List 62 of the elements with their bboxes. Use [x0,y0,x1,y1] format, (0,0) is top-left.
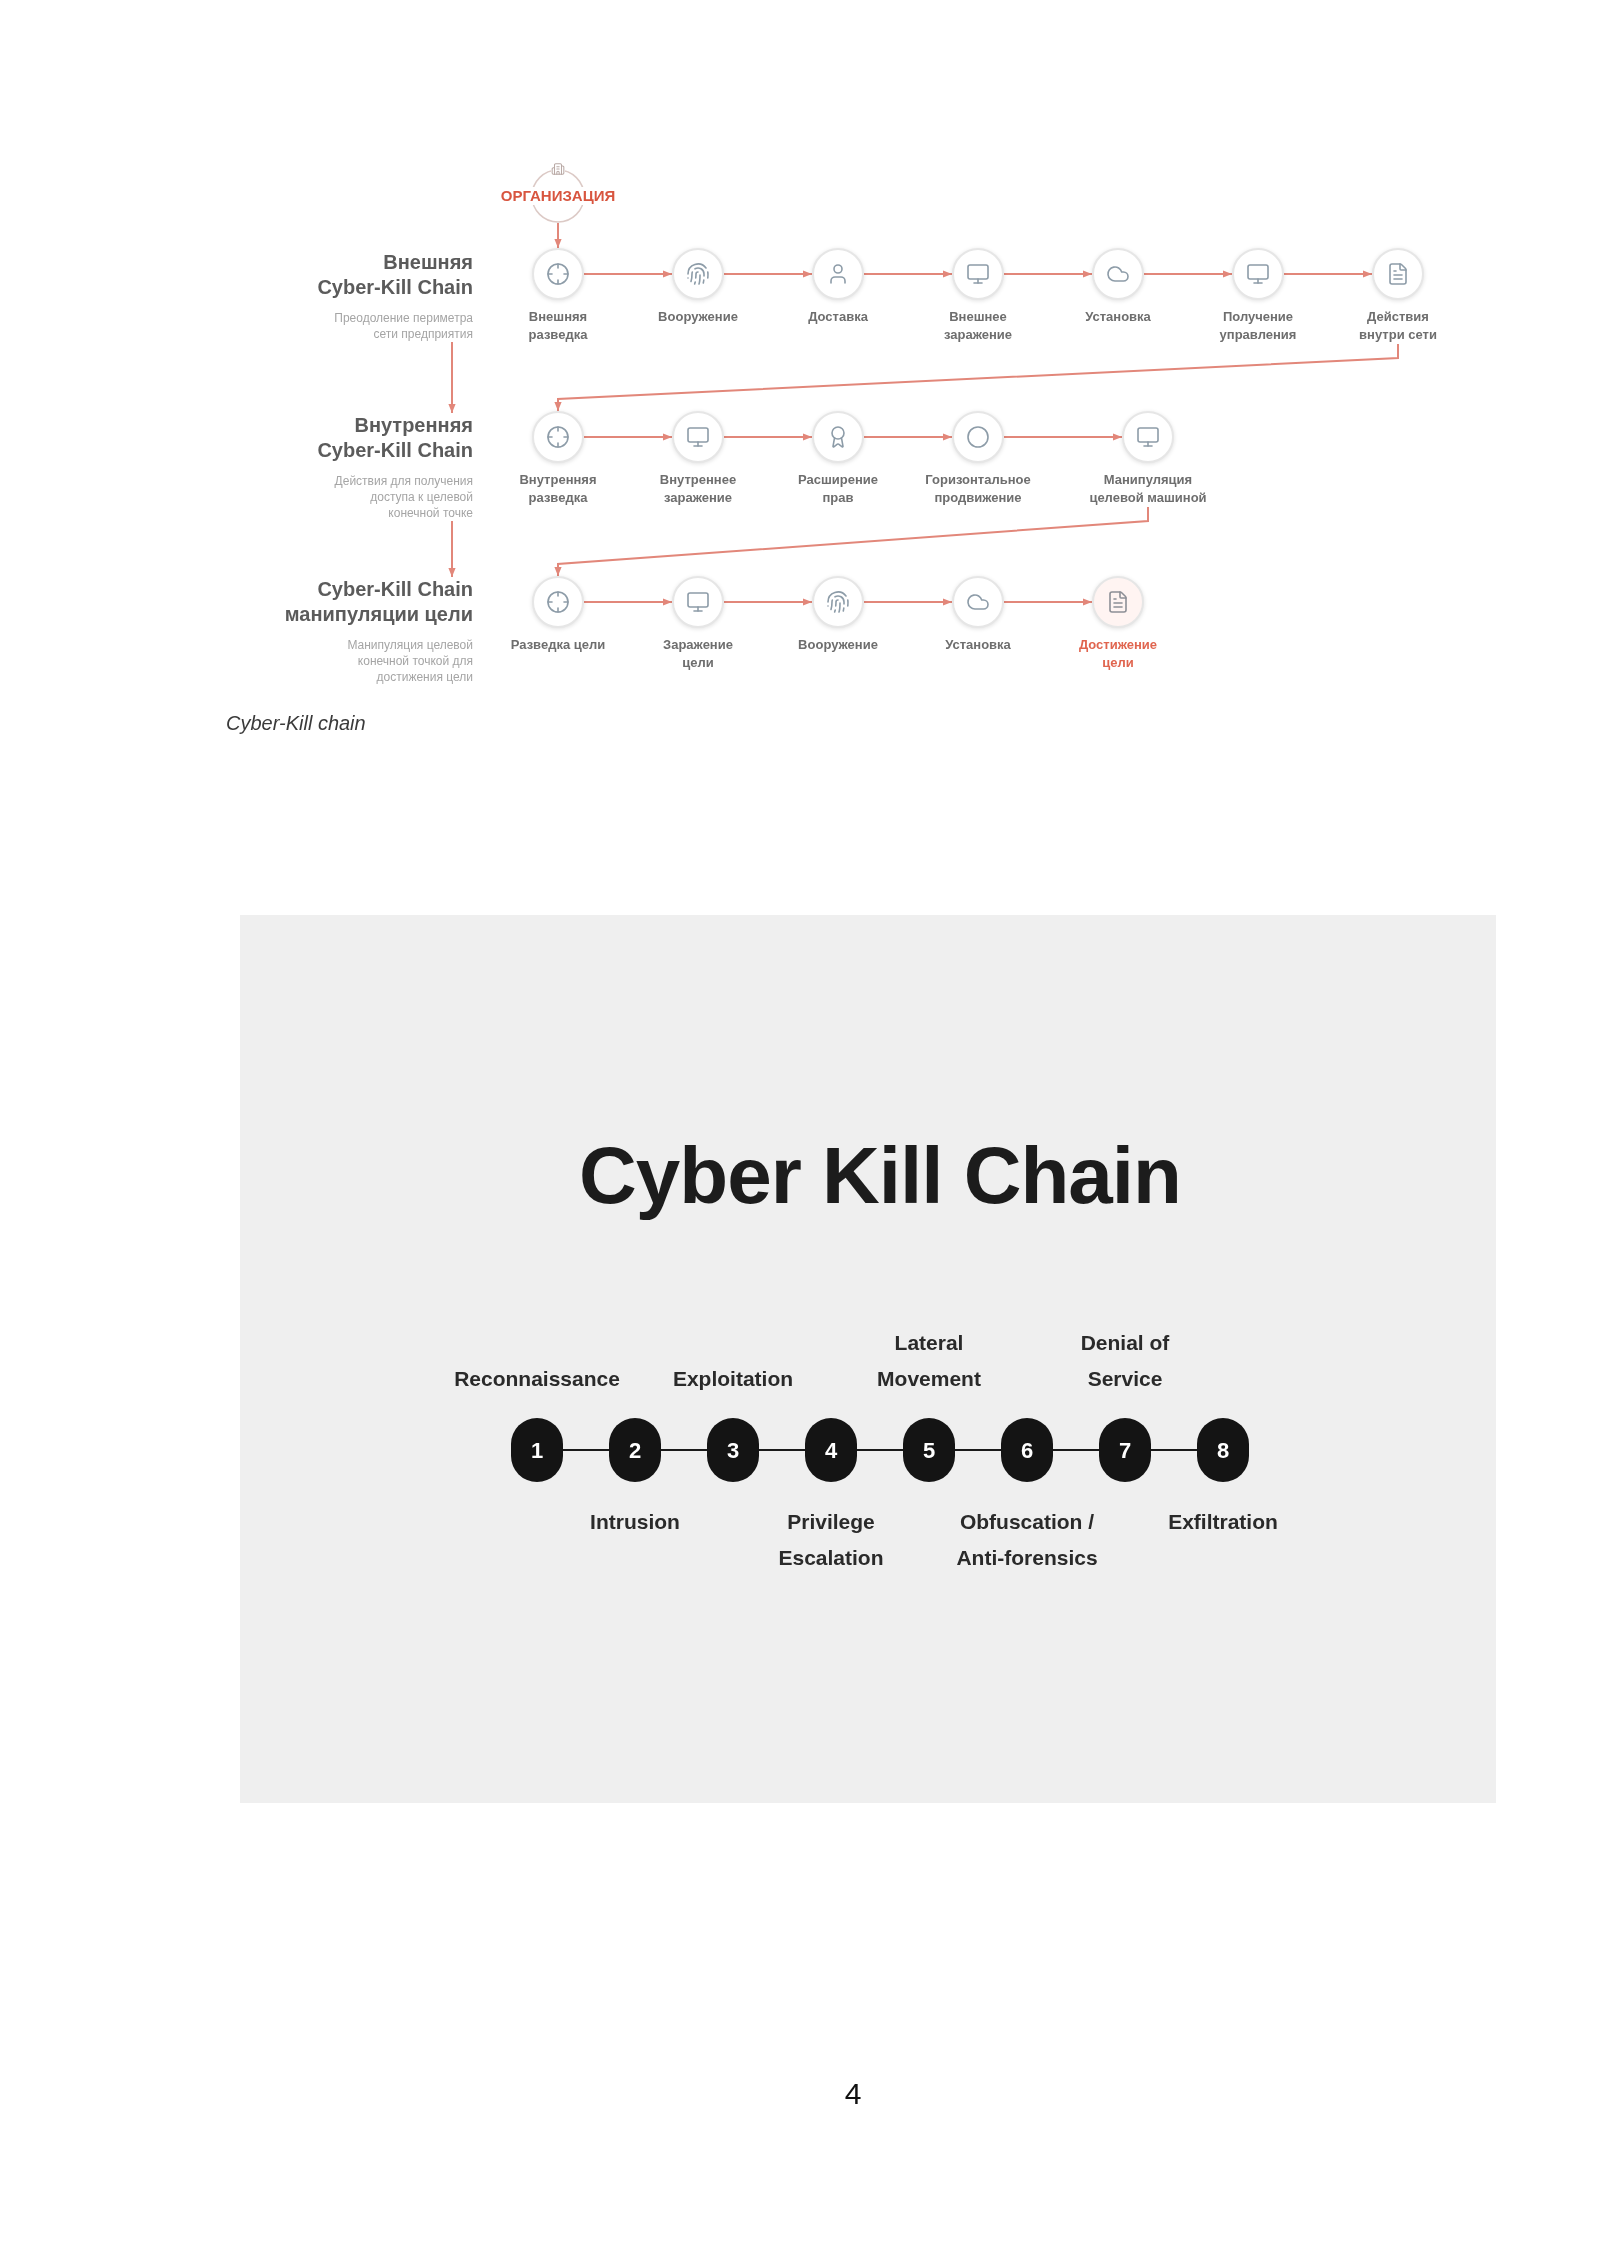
slide-title: Cyber Kill Chain [579,1130,1181,1222]
step-label: Получение управления [1218,308,1298,344]
step-label: Внешнее заражение [942,308,1013,344]
chain-description: Преодоление периметра сети предприятия [333,310,473,342]
arrow [1143,270,1233,278]
connector-line [954,1449,1002,1451]
step-label: Достижение цели [1077,636,1159,672]
arrow [723,598,813,606]
step-caption: Obfuscation / Anti-forensics [955,1509,1099,1571]
arrow [448,520,456,578]
chain-heading: Внутренняя Cyber-Kill Chain [316,413,473,463]
arrow [448,341,456,414]
connector-line [1150,1449,1198,1451]
connector-line [562,1449,610,1451]
arrow [1003,270,1093,278]
step-caption: Exploitation [672,1366,794,1392]
arrow [863,433,953,441]
figure-caption: Cyber-Kill chain [226,711,366,736]
chain-heading: Cyber-Kill Chain манипуляции цели [283,577,473,627]
connector-line [856,1449,904,1451]
step-label: Вооружение [798,636,878,654]
step-label: Действия внутри сети [1358,308,1438,344]
step-label: Внутреннее заражение [658,471,738,507]
step-caption: Lateral Movement [876,1330,982,1392]
step-label: Установка [945,636,1011,654]
step-label: Вооружение [658,308,738,326]
connector-line [660,1449,708,1451]
arrow [554,343,1399,412]
step-label: Установка [1085,308,1151,326]
org-label: ОРГАНИЗАЦИЯ [498,187,618,205]
step-caption: Exfiltration [1168,1509,1278,1535]
step-label: Доставка [808,308,868,326]
step-label: Расширение прав [797,471,879,507]
step-label: Заражение цели [662,636,734,672]
slide-panel [240,915,1496,1803]
step-caption: Intrusion [590,1509,680,1535]
step-label: Внутренняя разведка [518,471,598,507]
arrow [583,270,673,278]
arrow [554,222,562,249]
step-caption: Denial of Service [1079,1330,1171,1392]
step-caption: Privilege Escalation [777,1509,885,1571]
step-caption: Reconnaissance [454,1366,620,1392]
page-number: 4 [844,2076,862,2112]
step-label: Горизонтальное продвижение [924,471,1032,507]
step-label: Разведка цели [510,636,606,654]
arrow [723,270,813,278]
arrow [1003,598,1093,606]
step-label: Внешняя разведка [527,308,589,344]
arrow [863,270,953,278]
chain-description: Манипуляция целевой конечной точкой для достижения цели [346,637,473,685]
connector-line [1052,1449,1100,1451]
arrow [1003,433,1123,441]
arrow [1283,270,1373,278]
arrow [863,598,953,606]
connector-line [758,1449,806,1451]
chain-description: Действия для получения доступа к целевой конечной точке [333,473,473,521]
arrow [554,506,1149,577]
step-label: Манипуляция целевой машиной [1088,471,1208,507]
chain-heading: Внешняя Cyber-Kill Chain [316,250,473,300]
arrow [723,433,813,441]
arrow [583,598,673,606]
arrow [583,433,673,441]
